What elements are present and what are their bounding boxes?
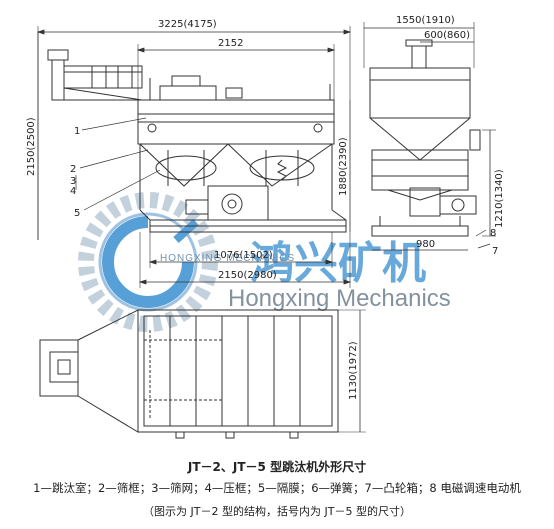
side-elevation — [369, 39, 481, 237]
dim-bottom-small: 980 — [416, 239, 435, 250]
figure-title: JT－2、JT－5 型跳汰机外形尺寸 — [187, 460, 367, 474]
figure-legend: 1—跳汰室；2—筛框；3—筛网；4—压框；5—隔膜；6—弹簧；7—凸轮箱；8 电… — [33, 481, 521, 495]
dim-plan-height: 1130(1972) — [348, 341, 359, 400]
front-elevation — [47, 49, 347, 233]
dim-side-width: 1550(1910) — [396, 15, 455, 26]
dim-top-total: 3225(4175) — [158, 19, 217, 30]
dim-mid-height: 1880(2390) — [338, 137, 349, 196]
label-3: 3 — [70, 176, 76, 187]
label-7: 7 — [492, 246, 498, 257]
dim-bottom-mid: 1076(1502) — [214, 250, 273, 261]
label-5: 5 — [74, 208, 80, 219]
label-2: 2 — [70, 164, 76, 175]
watermark-english: Hongxing Mechanics — [228, 285, 451, 312]
dim-bottom-total: 2150(2980) — [218, 270, 277, 281]
watermark-pinyin: HONGXING MECHANICS — [160, 253, 295, 264]
callouts — [75, 117, 491, 249]
dim-side-top: 600(860) — [424, 30, 470, 41]
dimension-lines — [36, 22, 496, 433]
dim-right-height: 1210(1340) — [494, 169, 505, 228]
watermark-chinese: 鸿兴矿机 — [250, 238, 426, 289]
label-4: 4 — [70, 186, 76, 197]
figure-note: （图示为 JT－2 型的结构，括号内为 JT－5 型的尺寸） — [143, 505, 411, 518]
dim-top-inner: 2152 — [218, 38, 243, 49]
label-8: 8 — [490, 228, 496, 239]
label-1: 1 — [74, 126, 80, 137]
plan-view — [39, 309, 339, 439]
dim-left-height: 2150(2500) — [26, 117, 37, 176]
